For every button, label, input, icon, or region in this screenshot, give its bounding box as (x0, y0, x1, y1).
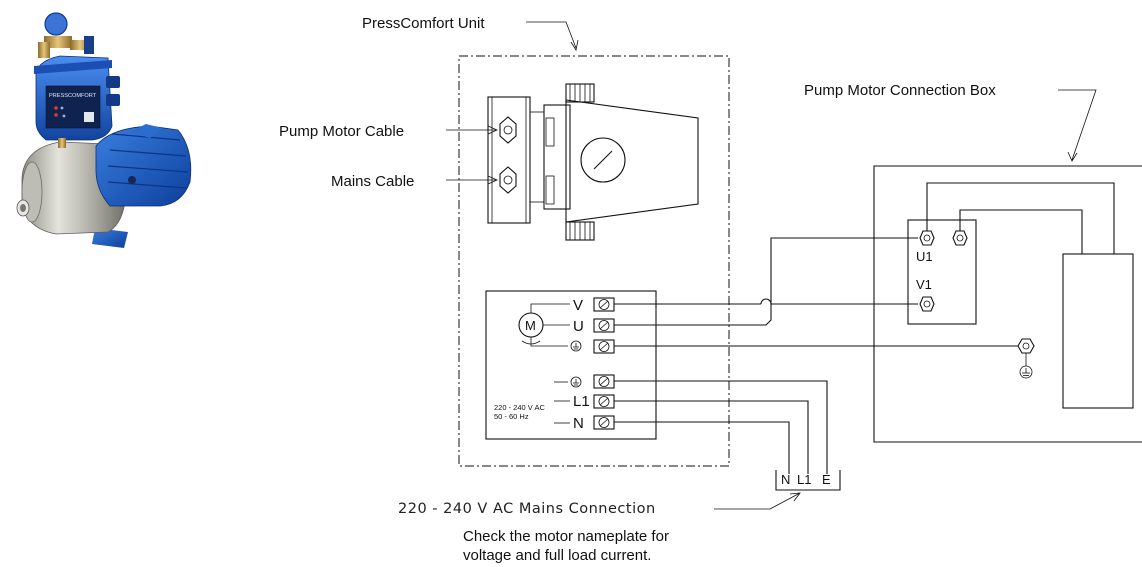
connection-box-label: Pump Motor Connection Box (804, 82, 996, 99)
supply-voltage-label: 220 - 240 V AC (494, 403, 545, 412)
motor-symbol: M (518, 303, 570, 347)
terminal-u1 (919, 230, 935, 246)
earth-supply-icon (570, 376, 582, 388)
terminal-u-label: U (573, 318, 584, 335)
terminal-l1-label: L1 (573, 393, 590, 410)
connection-box-outline (873, 165, 1142, 443)
wire-mains-n (614, 421, 790, 474)
wire-terminal-capacitor (959, 209, 1083, 254)
terminal-u1-label: U1 (916, 249, 933, 264)
motor-symbol-letter: M (525, 318, 536, 333)
earth-terminal-icon (570, 340, 582, 352)
mains-connection-label: 220 - 240 V AC Mains Connection (398, 501, 656, 517)
pressure-gauge-icon (580, 137, 626, 183)
wire-mains-earth (614, 380, 828, 474)
terminal-n-label: N (573, 415, 584, 432)
mains-terminal-l1: L1 (797, 472, 811, 487)
presscomfort-unit-label: PressComfort Unit (362, 15, 485, 32)
product-brand-text: PRESSCOMFORT (49, 93, 97, 99)
pump-motor-cable-label: Pump Motor Cable (279, 123, 404, 140)
wire-u (614, 237, 918, 326)
controller-body (529, 83, 699, 241)
terminal-v-label: V (573, 297, 583, 314)
supply-frequency-label: 50 - 60 Hz (494, 412, 529, 421)
terminal-top-right (952, 230, 968, 246)
wire-u1-capacitor (926, 182, 1115, 254)
presscomfort-unit-leader (526, 21, 577, 49)
mains-terminal-e: E (822, 472, 831, 487)
mains-cable-label: Mains Cable (331, 173, 414, 190)
capacitor-block (1062, 253, 1134, 409)
cable-gland-plate (487, 96, 531, 224)
screw-terminals (593, 297, 615, 430)
terminal-v1 (919, 296, 935, 312)
motor-earth-terminal-icon (1017, 338, 1035, 379)
nameplate-note-line1: Check the motor nameplate for (463, 528, 669, 545)
mains-terminal-n: N (781, 472, 790, 487)
terminal-v1-label: V1 (916, 277, 932, 292)
wire-mains-l1 (614, 400, 809, 474)
motor-terminal-plate (907, 219, 977, 325)
nameplate-note-line2: voltage and full load current. (463, 547, 651, 564)
pump-product-image: PRESSCOMFORT (16, 12, 192, 248)
terminal-block (485, 290, 657, 440)
mains-terminal-strip: N L1 E (775, 470, 841, 491)
